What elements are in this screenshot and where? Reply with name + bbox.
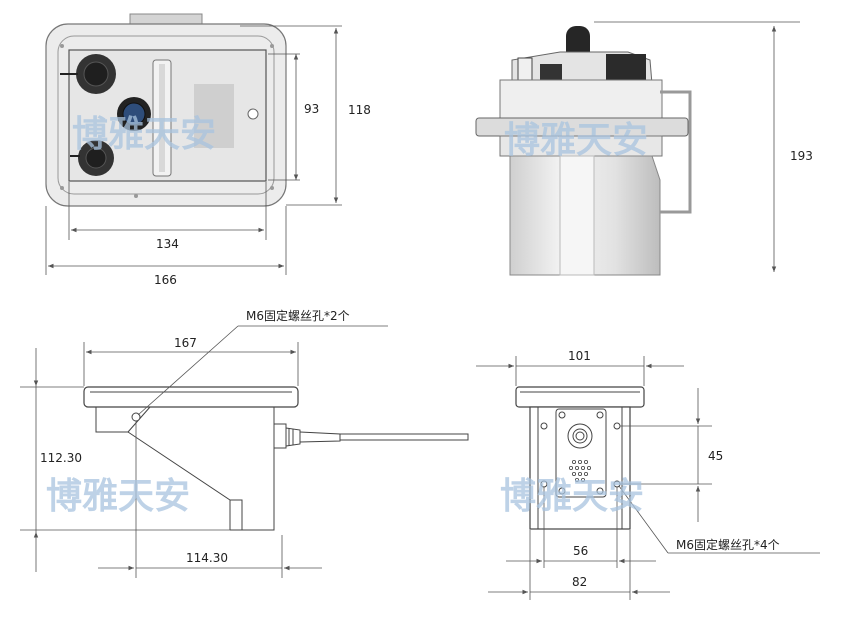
connector-plate bbox=[555, 408, 607, 498]
screw-hole bbox=[270, 44, 274, 48]
top-view: 93 118 134 166 bbox=[45, 13, 371, 287]
end-view: 101 45 56 82 M6固定螺丝孔*4个 bbox=[476, 349, 820, 600]
dim-hole-spacing-v: 45 bbox=[708, 449, 723, 463]
side-view: 193 bbox=[475, 21, 813, 276]
cable bbox=[339, 433, 469, 441]
m6-hole bbox=[613, 422, 621, 430]
watermark: 博雅天安 bbox=[500, 476, 644, 517]
dim-outer-width: 166 bbox=[154, 273, 177, 287]
label-plate bbox=[194, 84, 234, 148]
dim-inner-height: 93 bbox=[304, 102, 319, 116]
dim-front-height: 112.30 bbox=[40, 451, 82, 465]
speaker-grille bbox=[569, 459, 592, 482]
end-flange bbox=[515, 386, 645, 408]
screw-hole bbox=[60, 186, 64, 190]
watermark: 博雅天安 bbox=[504, 120, 648, 161]
m6-hole bbox=[540, 422, 548, 430]
dim-end-width: 101 bbox=[568, 349, 591, 363]
screw-hole bbox=[60, 44, 64, 48]
screw-hole bbox=[270, 186, 274, 190]
watermark: 博雅天安 bbox=[72, 114, 216, 155]
front-flange bbox=[83, 386, 299, 408]
watermark: 博雅天安 bbox=[46, 476, 190, 517]
plate-groove bbox=[57, 35, 275, 195]
note-m6-4: M6固定螺丝孔*4个 bbox=[676, 537, 780, 552]
indicator-hole bbox=[247, 108, 259, 120]
dim-hole-offset: 114.30 bbox=[186, 551, 228, 565]
note-m6-2: M6固定螺丝孔*2个 bbox=[246, 308, 350, 323]
dim-hole-spacing-h: 56 bbox=[573, 544, 588, 558]
screw-hole bbox=[134, 194, 138, 198]
dim-height: 193 bbox=[790, 149, 813, 163]
dim-base-width: 82 bbox=[572, 575, 587, 589]
dim-inner-width: 134 bbox=[156, 237, 179, 251]
housing-top bbox=[499, 79, 663, 125]
dim-front-width: 167 bbox=[174, 336, 197, 350]
front-view: 167 112.30 114.30 M6固定螺丝孔*2个 bbox=[20, 308, 469, 578]
cable-gland bbox=[273, 423, 287, 449]
dim-outer-height: 118 bbox=[348, 103, 371, 117]
